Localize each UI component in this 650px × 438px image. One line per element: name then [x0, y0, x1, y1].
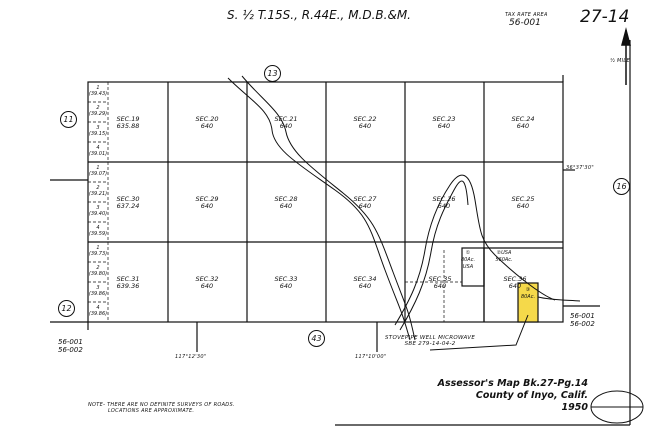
adjoining-page-13[interactable]: 13	[264, 65, 281, 82]
section-label: SEC.27	[353, 195, 377, 203]
section-acres: 640	[279, 202, 293, 210]
longitude-2: 117°10'00"	[355, 354, 387, 360]
section-label: SEC.31	[116, 275, 140, 283]
lot-9[interactable]: 1(39.73)	[88, 245, 108, 257]
section-acres: 640	[358, 202, 372, 210]
lot-11[interactable]: 3(39.86)	[88, 285, 108, 297]
section-label: SEC.23	[432, 115, 456, 123]
lot-2[interactable]: 2(39.29)	[88, 105, 108, 117]
section-acres: 640	[437, 202, 451, 210]
section-acres: 640	[200, 282, 214, 290]
lot-10[interactable]: 2(39.80)	[88, 265, 108, 277]
section-label: SEC.22	[353, 115, 377, 123]
section-acres: 640	[516, 122, 530, 130]
section-label: SEC.30	[116, 195, 140, 203]
section-label: SEC.36	[503, 275, 527, 283]
section-label: SEC.25	[511, 195, 535, 203]
section-label: SEC.33	[274, 275, 298, 283]
lot-6[interactable]: 2(39.21)	[88, 185, 108, 197]
section-acres: 640	[200, 122, 214, 130]
page-number: 27-14	[580, 7, 630, 27]
section-label: SEC.28	[274, 195, 298, 203]
section-label: SEC.34	[353, 275, 377, 283]
section-acres: 640	[358, 122, 372, 130]
lot-3[interactable]: 3(39.15)	[88, 125, 108, 137]
section-label: SEC.35	[428, 275, 452, 283]
lot-1[interactable]: 1(39.43)	[88, 85, 108, 97]
roads	[227, 75, 581, 351]
tax-rate-area: 56-001	[509, 18, 541, 28]
section-acres: 640	[516, 202, 530, 210]
section-label: SEC.29	[195, 195, 219, 203]
roads-note: NOTE- THERE ARE NO DEFINITE SURVEYS OF R…	[88, 402, 235, 414]
section-acres: 640	[437, 122, 451, 130]
lot-5[interactable]: 1(39.07)	[88, 165, 108, 177]
section-acres: 639.36	[116, 282, 140, 290]
lot-4[interactable]: 4(39.01)	[88, 145, 108, 157]
section-label: SEC.24	[511, 115, 535, 123]
section-label: SEC.32	[195, 275, 219, 283]
adjoining-page-12[interactable]: 12	[58, 300, 75, 317]
section-label: SEC.21	[274, 115, 298, 123]
section-acres: 640	[279, 122, 293, 130]
section-acres: 640	[358, 282, 372, 290]
section-acres: 640	[508, 282, 522, 290]
adjoining-page-11[interactable]: 11	[60, 111, 77, 128]
lot-12[interactable]: 4(39.86)	[88, 305, 108, 317]
section-label: SEC.19	[116, 115, 140, 123]
north-arrow-icon	[621, 27, 631, 85]
section-acres: 640	[200, 202, 214, 210]
adjoining-page-16[interactable]: 16	[613, 178, 630, 195]
lot-8[interactable]: 4(39.59)	[88, 225, 108, 237]
section-label: SEC.20	[195, 115, 219, 123]
section-acres: 637.24	[116, 202, 140, 210]
scale-label: ½ MILE	[610, 58, 630, 64]
section-acres: 640	[279, 282, 293, 290]
lot-7[interactable]: 3(39.40)	[88, 205, 108, 217]
section-label: SEC.26	[432, 195, 456, 203]
latitude: 36°37'30"	[566, 165, 594, 171]
tax-rate-area-label: TAX RATE AREA	[505, 12, 548, 18]
section-acres: 640	[433, 282, 447, 290]
longitude-1: 117°12'30"	[175, 354, 207, 360]
township-heading: S. ½ T.15S., R.44E., M.D.B.&M.	[227, 8, 411, 22]
section-acres: 635.88	[116, 122, 140, 130]
adjoining-page-43[interactable]: 43	[308, 330, 325, 347]
